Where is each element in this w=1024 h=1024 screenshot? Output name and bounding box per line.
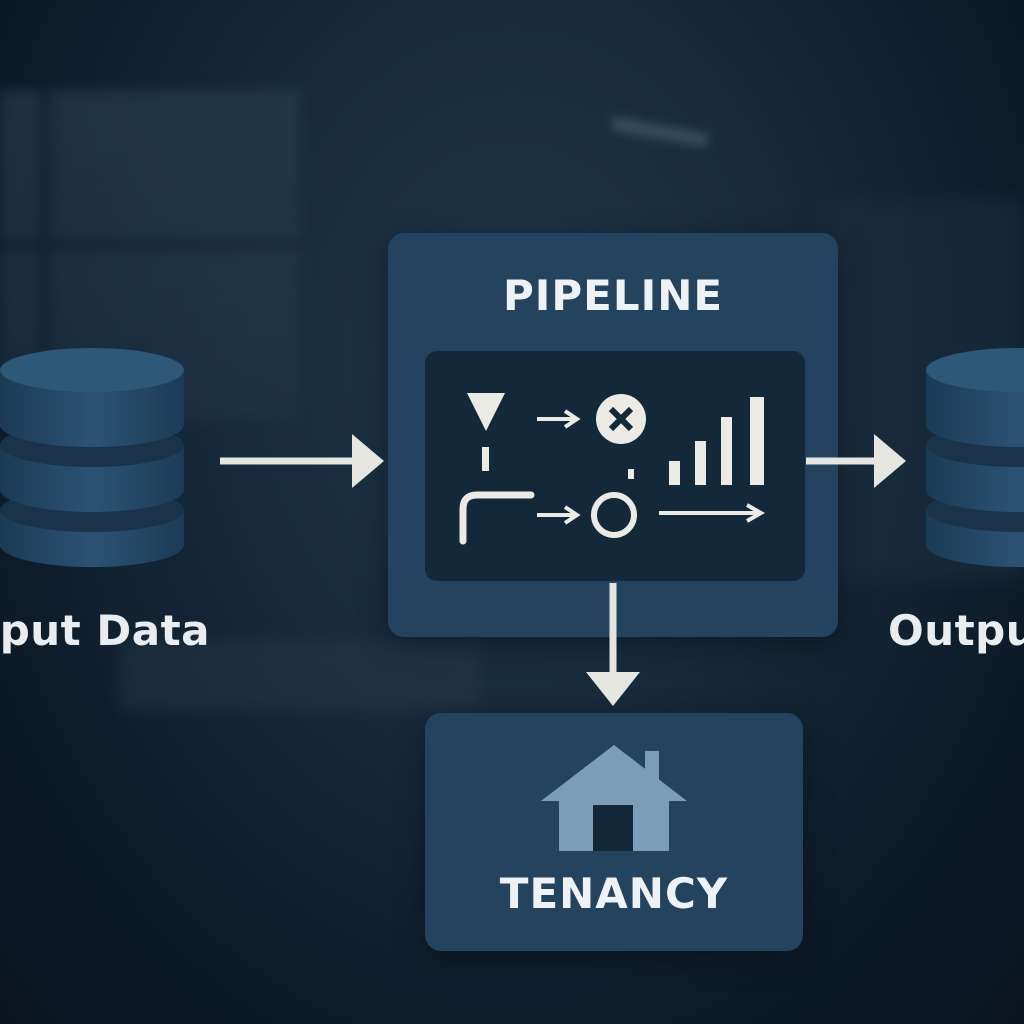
close-circle-icon <box>596 394 646 444</box>
arrow-pipeline-to-tenancy <box>586 583 640 706</box>
step-arrow-icon <box>537 505 581 525</box>
dot-icon <box>628 469 634 479</box>
house-icon <box>541 745 687 851</box>
output-label: Output <box>888 606 1024 655</box>
branch-icon <box>459 491 535 545</box>
long-arrow-icon <box>659 503 766 523</box>
arrow-input-to-pipeline <box>220 434 384 488</box>
input-data-label: Input Data <box>0 606 210 655</box>
background-desk <box>120 640 480 710</box>
step-arrow-icon <box>537 409 581 429</box>
database-icon <box>926 348 1024 567</box>
pipeline-box: PIPELINE <box>388 233 838 637</box>
tenancy-title: TENANCY <box>499 869 729 918</box>
database-icon <box>0 348 184 567</box>
filter-icon <box>467 393 505 471</box>
pipeline-steps-graphic <box>459 393 766 545</box>
tenancy-box: TENANCY <box>425 713 803 951</box>
circle-node-icon <box>591 492 637 538</box>
pipeline-steps-panel <box>425 351 805 581</box>
output-database <box>918 340 1024 580</box>
pipeline-title: PIPELINE <box>502 271 724 320</box>
bar-chart-icon <box>669 397 764 485</box>
input-database <box>0 340 192 580</box>
arrow-pipeline-to-output <box>806 434 906 488</box>
